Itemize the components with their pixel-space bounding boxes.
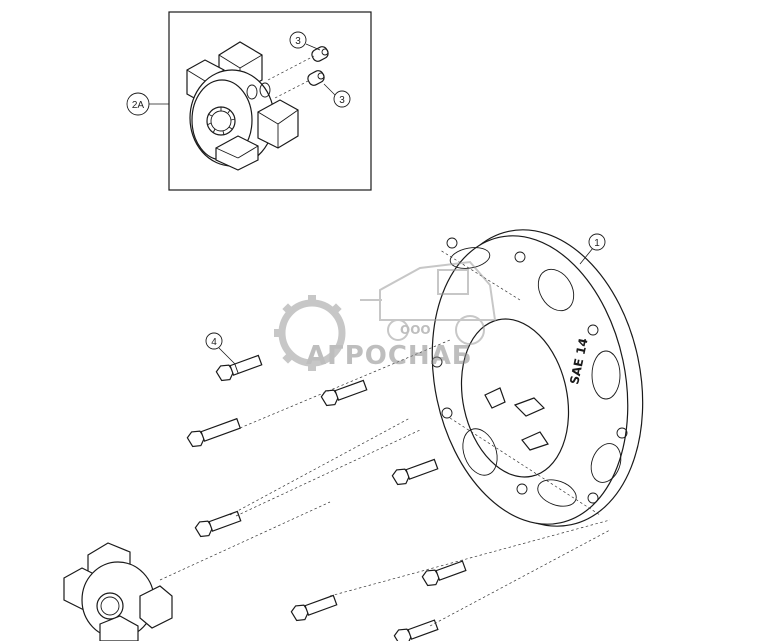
bolt	[421, 560, 467, 587]
coupling-hub-detail	[186, 41, 299, 171]
callout-3-lower: 3	[323, 83, 351, 108]
bolt	[290, 594, 338, 622]
bolt	[215, 354, 263, 382]
callout-2a: 2A	[126, 92, 169, 116]
svg-text:4: 4	[211, 337, 217, 348]
coupling-star	[63, 542, 173, 641]
bolt	[320, 379, 368, 407]
bolt	[186, 417, 242, 448]
flywheel-adapter-plate: SAE 14	[431, 229, 644, 527]
harvester-icon	[360, 260, 497, 345]
leader-dash	[267, 55, 315, 81]
set-screw-lower	[307, 70, 325, 86]
callout-1: 1	[579, 233, 606, 265]
bolt	[194, 510, 242, 538]
svg-text:3: 3	[295, 36, 301, 47]
svg-text:3: 3	[339, 95, 345, 106]
alignment-lines	[159, 249, 611, 627]
bolt	[393, 619, 439, 641]
agrosnab-watermark: ООО АГРОСНАБ	[274, 260, 497, 371]
callout-4: 4	[205, 332, 236, 365]
watermark-name: АГРОСНАБ	[306, 341, 473, 371]
svg-text:1: 1	[594, 238, 600, 249]
set-screw-upper	[311, 46, 329, 62]
callout-3-upper: 3	[289, 31, 321, 51]
leader-dash	[274, 79, 311, 99]
bolt-set	[186, 354, 467, 641]
bolt	[391, 458, 439, 486]
svg-text:2A: 2A	[132, 100, 145, 111]
watermark-small-text: ООО	[400, 323, 431, 337]
